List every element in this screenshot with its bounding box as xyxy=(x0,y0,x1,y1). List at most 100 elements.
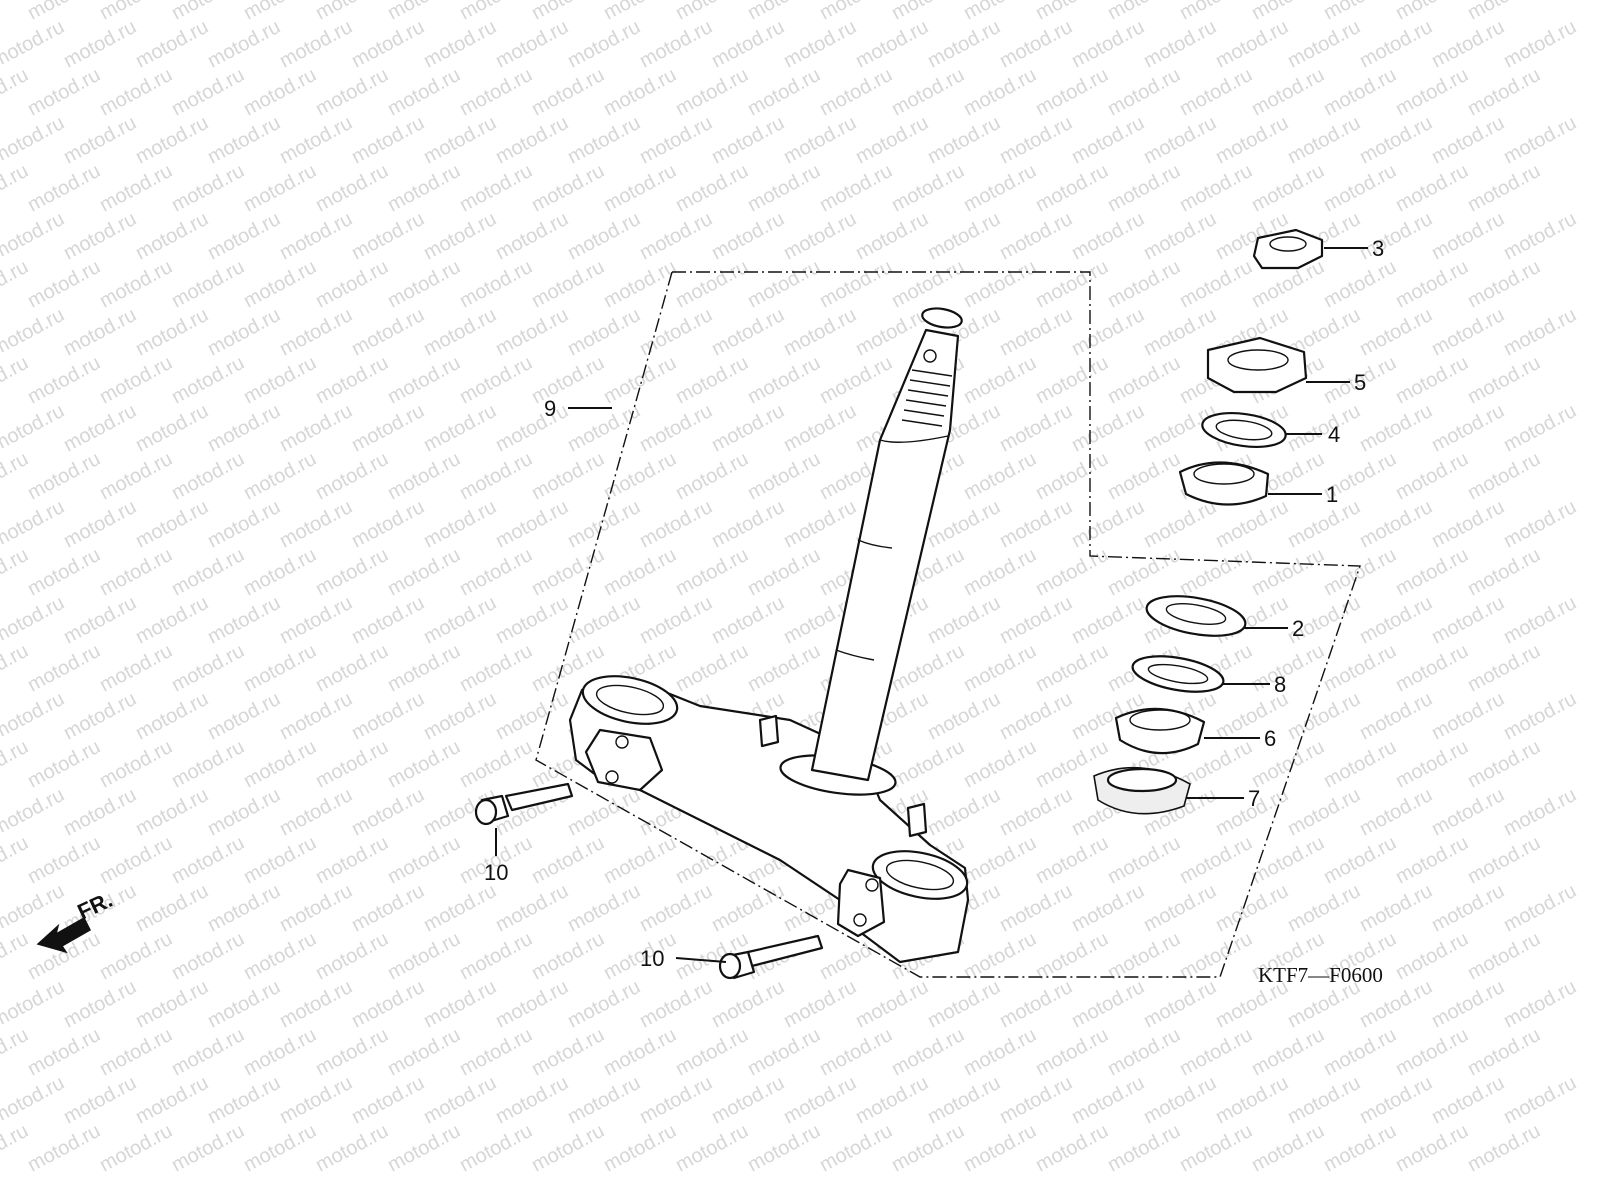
watermark-text: motod.ru xyxy=(384,0,464,24)
watermark-text: motod.ru xyxy=(672,448,752,504)
watermark-text: motod.ru xyxy=(384,160,464,216)
watermark-text: motod.ru xyxy=(276,592,356,648)
watermark-text: motod.ru xyxy=(1032,1024,1112,1080)
watermark-text: motod.ru xyxy=(276,112,356,168)
watermark-text: motod.ru xyxy=(492,976,572,1032)
watermark-text: motod.ru xyxy=(1464,352,1544,408)
watermark-text: motod.ru xyxy=(168,160,248,216)
watermark-text: motod.ru xyxy=(96,352,176,408)
watermark-text: motod.ru xyxy=(1140,880,1220,936)
watermark-text: motod.ru xyxy=(564,976,644,1032)
watermark-text: motod.ru xyxy=(276,16,356,72)
watermark-text: motod.ru xyxy=(1176,1024,1256,1080)
watermark-text: motod.ru xyxy=(528,352,608,408)
watermark-text: motod.ru xyxy=(312,832,392,888)
watermark-text: motod.ru xyxy=(1392,928,1472,984)
watermark-text: motod.ru xyxy=(1104,832,1184,888)
watermark-text: motod.ru xyxy=(528,448,608,504)
dust-seal-7[interactable] xyxy=(1093,766,1191,815)
watermark-text: motod.ru xyxy=(924,976,1004,1032)
watermark-text: motod.ru xyxy=(348,208,428,264)
watermark-text: motod.ru xyxy=(1392,1024,1472,1080)
watermark-text: motod.ru xyxy=(816,256,896,312)
bolt-10-upper[interactable] xyxy=(474,782,574,826)
watermark-text: motod.ru xyxy=(384,448,464,504)
watermark-text: motod.ru xyxy=(348,496,428,552)
watermark-text: motod.ru xyxy=(744,1024,824,1080)
callout-1: 1 xyxy=(1326,482,1338,507)
watermark-text: motod.ru xyxy=(636,1072,716,1128)
watermark-text: motod.ru xyxy=(960,832,1040,888)
watermark-text: motod.ru xyxy=(348,400,428,456)
watermark-text: motod.ru xyxy=(60,304,140,360)
watermark-text: motod.ru xyxy=(96,0,176,24)
ball-race-2[interactable] xyxy=(1144,590,1249,643)
watermark-text: motod.ru xyxy=(1392,832,1472,888)
watermark-text: motod.ru xyxy=(1248,544,1328,600)
watermark-text: motod.ru xyxy=(1212,880,1292,936)
watermark-text: motod.ru xyxy=(96,160,176,216)
watermark-text: motod.ru xyxy=(312,64,392,120)
watermark-text: motod.ru xyxy=(1176,1120,1256,1176)
watermark-text: motod.ru xyxy=(60,496,140,552)
ball-race-4[interactable] xyxy=(1200,408,1288,451)
watermark-text: motod.ru xyxy=(1176,544,1256,600)
watermark-text: motod.ru xyxy=(60,688,140,744)
cone-race-6[interactable] xyxy=(1114,707,1206,755)
watermark-text: motod.ru xyxy=(348,880,428,936)
watermark-text: motod.ru xyxy=(1428,880,1508,936)
watermark-text: motod.ru xyxy=(420,496,500,552)
watermark-text: motod.ru xyxy=(1248,1120,1328,1176)
watermark-text: motod.ru xyxy=(600,160,680,216)
watermark-text: motod.ru xyxy=(1464,64,1544,120)
watermark-text: motod.ru xyxy=(96,928,176,984)
watermark-text: motod.ru xyxy=(204,1072,284,1128)
watermark-text: motod.ru xyxy=(204,784,284,840)
cone-race-1[interactable] xyxy=(1178,461,1270,506)
watermark-text: motod.ru xyxy=(888,640,968,696)
watermark-text: motod.ru xyxy=(0,448,32,504)
watermark-text: motod.ru xyxy=(924,16,1004,72)
watermark-text: motod.ru xyxy=(240,64,320,120)
watermark-text: motod.ru xyxy=(0,64,32,120)
watermark-text: motod.ru xyxy=(168,640,248,696)
watermark-text: motod.ru xyxy=(564,208,644,264)
watermark-text: motod.ru xyxy=(1032,928,1112,984)
watermark-text: motod.ru xyxy=(204,208,284,264)
watermark-text: motod.ru xyxy=(168,544,248,600)
watermark-text: motod.ru xyxy=(312,928,392,984)
watermark-text: motod.ru xyxy=(1428,208,1508,264)
watermark-text: motod.ru xyxy=(1104,544,1184,600)
watermark-text: motod.ru xyxy=(1500,592,1580,648)
watermark-text: motod.ru xyxy=(1104,1120,1184,1176)
watermark-text: motod.ru xyxy=(816,160,896,216)
watermark-text: motod.ru xyxy=(456,928,536,984)
watermark-text: motod.ru xyxy=(708,1072,788,1128)
watermark-text: motod.ru xyxy=(780,112,860,168)
watermark-text: motod.ru xyxy=(204,976,284,1032)
watermark-text: motod.ru xyxy=(384,64,464,120)
stem-nut-3[interactable] xyxy=(1252,228,1324,270)
watermark-text: motod.ru xyxy=(1104,1024,1184,1080)
callout-7: 7 xyxy=(1248,786,1260,811)
watermark-text: motod.ru xyxy=(420,880,500,936)
steel-balls-8[interactable] xyxy=(1130,650,1226,697)
watermark-text: motod.ru xyxy=(348,688,428,744)
watermark-text: motod.ru xyxy=(60,976,140,1032)
steering-stem-9[interactable] xyxy=(568,306,972,964)
watermark-text: motod.ru xyxy=(600,544,680,600)
watermark-text: motod.ru xyxy=(312,544,392,600)
watermark-text: motod.ru xyxy=(780,496,860,552)
watermark-text: motod.ru xyxy=(744,160,824,216)
watermark-text: motod.ru xyxy=(996,880,1076,936)
watermark-text: motod.ru xyxy=(528,1024,608,1080)
watermark-text: motod.ru xyxy=(672,256,752,312)
watermark-text: motod.ru xyxy=(1068,112,1148,168)
adjusting-nut-5[interactable] xyxy=(1206,336,1308,394)
watermark-text: motod.ru xyxy=(1176,160,1256,216)
watermark-text: motod.ru xyxy=(1284,784,1364,840)
bolt-10-lower[interactable] xyxy=(718,934,824,980)
watermark-text: motod.ru xyxy=(1500,784,1580,840)
